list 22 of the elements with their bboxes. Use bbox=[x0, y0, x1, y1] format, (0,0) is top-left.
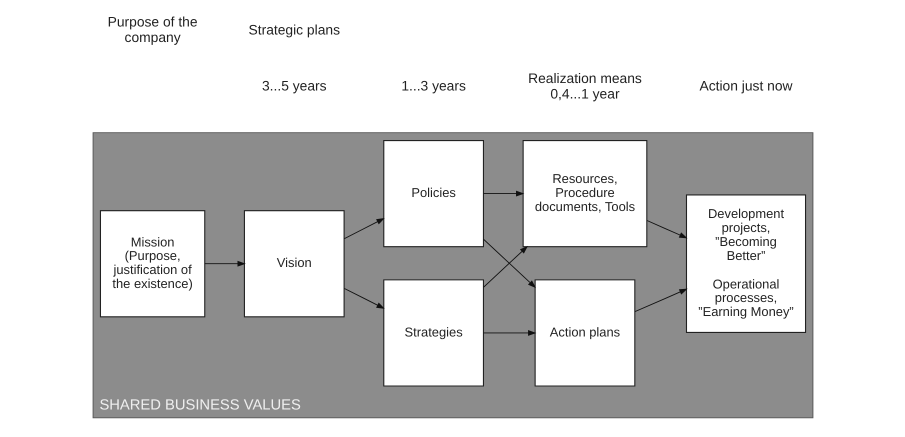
node-box: Policies bbox=[382, 140, 484, 248]
arrow bbox=[482, 190, 524, 196]
label: Action just now bbox=[699, 78, 792, 94]
node-box: Strategies bbox=[382, 279, 484, 387]
arrow bbox=[634, 288, 688, 312]
node-box: Resources, Procedure documents, Tools bbox=[522, 140, 647, 248]
arrow bbox=[204, 260, 246, 267]
node-box: Development projects, ”Becoming Better” Operational processes, ”Earning Money” bbox=[685, 194, 806, 334]
arrow bbox=[343, 218, 384, 240]
label: 3...5 years bbox=[261, 78, 326, 94]
node-box: Mission (Purpose, justification of the existence) bbox=[99, 210, 205, 318]
node-box: Action plans bbox=[534, 279, 635, 387]
arrow bbox=[343, 288, 384, 309]
arrow bbox=[482, 238, 536, 288]
label: 1...3 years bbox=[400, 78, 466, 94]
arrow bbox=[482, 246, 528, 288]
label: Strategic plans bbox=[248, 21, 340, 38]
label: Realization means 0,4...1 year bbox=[528, 70, 642, 102]
arrow bbox=[646, 220, 688, 238]
arrow bbox=[482, 330, 536, 336]
node-box: Vision bbox=[243, 210, 344, 318]
label: Purpose of the company bbox=[107, 14, 198, 46]
